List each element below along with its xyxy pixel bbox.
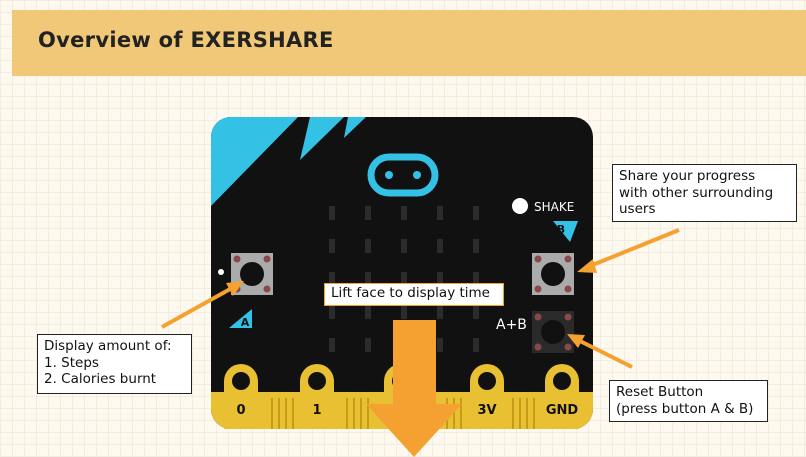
arrow-to-button-a bbox=[161, 286, 233, 329]
callout-lift-text: Lift face to display time bbox=[331, 285, 490, 301]
page-title: Overview of EXERSHARE bbox=[38, 28, 334, 52]
callout-share: Share your progress with other surroundi… bbox=[612, 164, 797, 222]
board-stripe bbox=[344, 117, 366, 138]
callout-share-line: with other surrounding bbox=[619, 184, 774, 201]
pin-gnd bbox=[545, 364, 579, 429]
touch-logo-eye bbox=[385, 171, 393, 179]
button-a-label: A bbox=[241, 316, 250, 329]
callout-share-line: users bbox=[619, 201, 656, 217]
button-b bbox=[532, 253, 574, 295]
arrow-to-reset bbox=[579, 339, 633, 369]
pin-label: GND bbox=[546, 403, 579, 418]
arrow-head bbox=[577, 259, 597, 273]
button-ab-label: A+B bbox=[496, 317, 527, 333]
pin-label: 1 bbox=[312, 403, 321, 418]
shake-label: SHAKE bbox=[534, 200, 574, 214]
reset-button bbox=[532, 311, 574, 353]
led-matrix bbox=[329, 206, 479, 352]
arrow-to-button-b bbox=[589, 228, 680, 268]
callout-share-line: Share your progress bbox=[619, 168, 756, 184]
touch-logo-eye bbox=[413, 171, 421, 179]
pin-label: 0 bbox=[236, 403, 245, 418]
pin-0 bbox=[224, 364, 258, 429]
callout-reset-detail: (press button A & B) bbox=[616, 400, 754, 417]
callout-display: Display amount of: 1. Steps 2. Calories … bbox=[37, 334, 192, 394]
arrow-head bbox=[567, 334, 585, 348]
board-stripe bbox=[300, 117, 344, 160]
button-b-label: B bbox=[557, 223, 565, 236]
pin-1 bbox=[300, 364, 334, 429]
callout-lift: Lift face to display time bbox=[324, 283, 504, 306]
touch-logo-icon bbox=[367, 153, 439, 197]
pin-3v bbox=[470, 364, 504, 429]
board-stripe bbox=[211, 117, 298, 206]
button-b-marker bbox=[553, 221, 578, 242]
callout-display-item-steps: 1. Steps bbox=[44, 354, 99, 371]
button-a-marker bbox=[229, 309, 252, 328]
arrow-head bbox=[226, 281, 244, 296]
callout-reset: Reset Button (press button A & B) bbox=[609, 380, 768, 422]
callout-reset-title: Reset Button bbox=[616, 384, 704, 400]
down-arrow-icon bbox=[366, 320, 462, 457]
pin-label: 3V bbox=[477, 403, 496, 418]
shake-indicator-icon bbox=[512, 198, 528, 214]
callout-display-item-calories: 2. Calories burnt bbox=[44, 371, 157, 387]
title-bar: Overview of EXERSHARE bbox=[12, 10, 806, 76]
pointer-arrows bbox=[161, 228, 680, 369]
callout-display-heading: Display amount of: bbox=[44, 338, 172, 354]
